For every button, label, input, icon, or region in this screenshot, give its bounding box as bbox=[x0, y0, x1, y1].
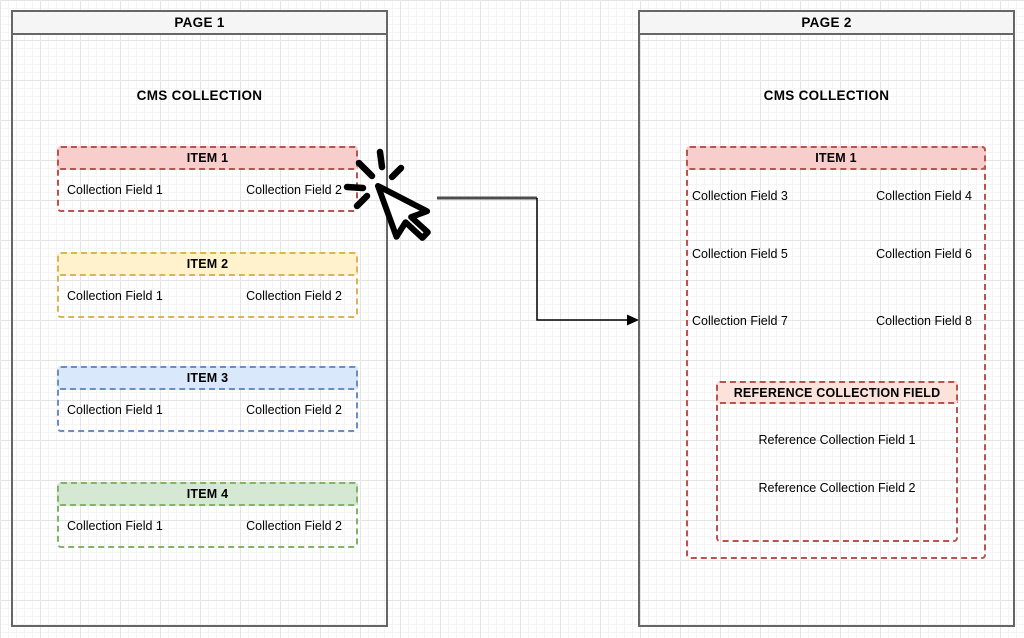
arrow-line bbox=[536, 198, 629, 321]
page2-field-row-2: Collection Field 5 Collection Field 6 bbox=[692, 244, 972, 264]
collection-field: Collection Field 4 bbox=[876, 189, 972, 203]
collection-field: Collection Field 1 bbox=[67, 403, 163, 417]
page1-item-4: ITEM 4 Collection Field 1 Collection Fie… bbox=[57, 482, 358, 548]
page1-item-3-fields: Collection Field 1 Collection Field 2 bbox=[59, 390, 356, 430]
page1-item-2-fields: Collection Field 1 Collection Field 2 bbox=[59, 276, 356, 316]
collection-field: Collection Field 2 bbox=[246, 289, 342, 303]
page1-item-2-header: ITEM 2 bbox=[57, 252, 358, 276]
page2-item-1-header: ITEM 1 bbox=[686, 146, 986, 170]
collection-field: Collection Field 2 bbox=[246, 519, 342, 533]
page1-item-4-header: ITEM 4 bbox=[57, 482, 358, 506]
page1-title: PAGE 1 bbox=[174, 15, 225, 30]
collection-field: Collection Field 6 bbox=[876, 247, 972, 261]
collection-field: Collection Field 5 bbox=[692, 247, 788, 261]
collection-field: Collection Field 2 bbox=[246, 183, 342, 197]
page1-item-1-header: ITEM 1 bbox=[57, 146, 358, 170]
page1-item-1: ITEM 1 Collection Field 1 Collection Fie… bbox=[57, 146, 358, 212]
collection-field: Collection Field 2 bbox=[246, 403, 342, 417]
collection-field: Collection Field 1 bbox=[67, 289, 163, 303]
page1-item-1-label: ITEM 1 bbox=[186, 151, 229, 165]
collection-field: Collection Field 7 bbox=[692, 314, 788, 328]
page2-field-row-1: Collection Field 3 Collection Field 4 bbox=[692, 186, 972, 206]
page2-title: PAGE 2 bbox=[801, 15, 852, 30]
collection-field: Collection Field 1 bbox=[67, 183, 163, 197]
page2-cms-collection-title: CMS COLLECTION bbox=[763, 88, 890, 103]
page1-item-4-label: ITEM 4 bbox=[186, 487, 229, 501]
page1-frame: PAGE 1 CMS COLLECTION ITEM 1 Collection … bbox=[11, 10, 388, 627]
page1-cms-collection-title: CMS COLLECTION bbox=[136, 88, 263, 103]
page1-item-1-fields: Collection Field 1 Collection Field 2 bbox=[59, 170, 356, 210]
reference-collection-field-header: REFERENCE COLLECTION FIELD bbox=[716, 381, 958, 404]
page1-item-4-fields: Collection Field 1 Collection Field 2 bbox=[59, 506, 356, 546]
page2-field-row-3: Collection Field 7 Collection Field 8 bbox=[692, 311, 972, 331]
page2-frame: PAGE 2 CMS COLLECTION ITEM 1 Collection … bbox=[638, 10, 1015, 627]
page2-item-1-label: ITEM 1 bbox=[815, 151, 857, 165]
reference-collection-field-box: REFERENCE COLLECTION FIELD Reference Col… bbox=[716, 381, 958, 542]
collection-field: Collection Field 8 bbox=[876, 314, 972, 328]
reference-field: Reference Collection Field 1 bbox=[758, 433, 916, 447]
page1-item-3-header: ITEM 3 bbox=[57, 366, 358, 390]
page1-item-2-label: ITEM 2 bbox=[186, 257, 229, 271]
page1-item-3-label: ITEM 3 bbox=[186, 371, 229, 385]
page1-item-2: ITEM 2 Collection Field 1 Collection Fie… bbox=[57, 252, 358, 318]
reference-collection-field-label: REFERENCE COLLECTION FIELD bbox=[733, 385, 941, 400]
page2-item-1: ITEM 1 Collection Field 3 Collection Fie… bbox=[686, 146, 986, 559]
page2-header: PAGE 2 bbox=[640, 12, 1013, 35]
page1-header: PAGE 1 bbox=[13, 12, 386, 35]
page1-item-3: ITEM 3 Collection Field 1 Collection Fie… bbox=[57, 366, 358, 432]
collection-field: Collection Field 1 bbox=[67, 519, 163, 533]
collection-field: Collection Field 3 bbox=[692, 189, 788, 203]
reference-field: Reference Collection Field 2 bbox=[758, 481, 916, 495]
